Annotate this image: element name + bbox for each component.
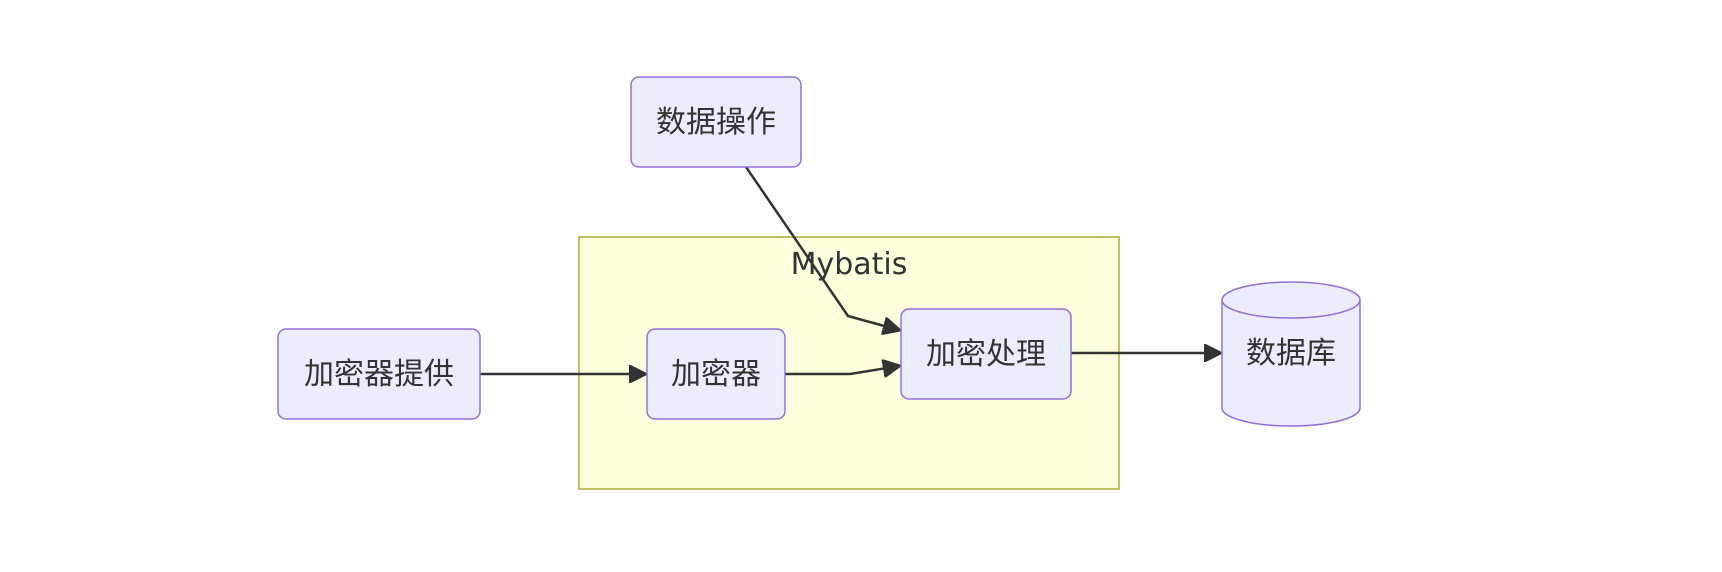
edge-data-operation-to-encrypt-process — [744, 166, 899, 330]
node-encryptor[interactable]: 加密器 — [646, 328, 786, 420]
node-encryptor-provider-label: 加密器提供 — [304, 357, 454, 392]
node-data-operation-label: 数据操作 — [656, 105, 776, 140]
node-database[interactable]: 数据库 — [1221, 281, 1361, 427]
node-encrypt-process-label: 加密处理 — [926, 337, 1046, 372]
node-database-label: 数据库 — [1246, 336, 1336, 371]
node-encrypt-process[interactable]: 加密处理 — [900, 308, 1072, 400]
node-data-operation[interactable]: 数据操作 — [630, 76, 802, 168]
node-encryptor-provider[interactable]: 加密器提供 — [277, 328, 481, 420]
edge-encryptor-to-encrypt-process — [783, 366, 899, 374]
cluster-mybatis-label: Mybatis — [791, 247, 908, 282]
node-encryptor-label: 加密器 — [671, 357, 761, 392]
